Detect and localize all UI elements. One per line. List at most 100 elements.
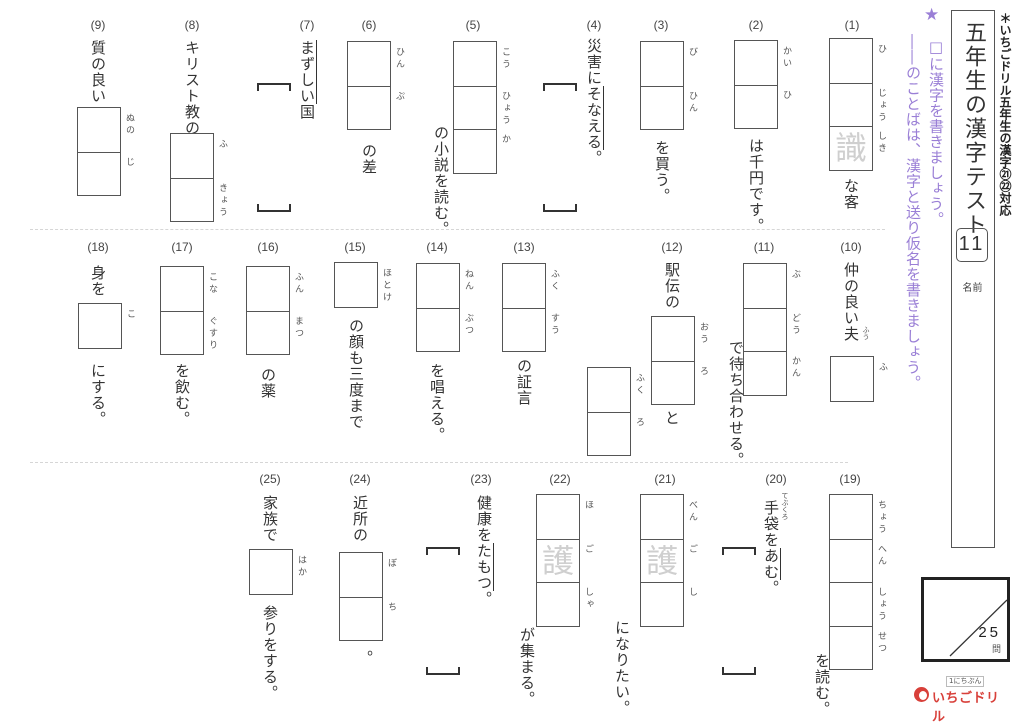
answer-cell[interactable] [247, 310, 289, 355]
answer-cell[interactable] [830, 495, 872, 539]
answer-cell[interactable] [830, 82, 872, 127]
question-number: (18) [87, 240, 109, 254]
answer-box[interactable]: 護 [536, 494, 580, 627]
answer-bracket-top[interactable] [543, 83, 577, 91]
answer-area[interactable] [426, 555, 460, 667]
answer-cell[interactable] [340, 596, 382, 641]
answer-cell[interactable] [830, 39, 872, 83]
answer-bracket-bottom[interactable] [722, 667, 756, 675]
answer-box[interactable] [78, 303, 122, 349]
prompt-text-pre: 健康を [475, 495, 493, 543]
answer-cell[interactable] [588, 368, 630, 412]
answer-cell[interactable] [348, 42, 390, 86]
answer-cell[interactable] [652, 317, 694, 361]
answer-cell[interactable] [735, 41, 777, 85]
answer-box[interactable] [743, 263, 787, 396]
answer-cell[interactable] [641, 42, 683, 86]
furigana: ほとけ [381, 268, 391, 304]
answer-cell[interactable] [503, 307, 545, 352]
question-number: (7) [299, 18, 315, 32]
answer-box[interactable]: 護 [640, 494, 684, 627]
answer-cell[interactable] [641, 85, 683, 130]
answer-cell[interactable] [171, 177, 213, 222]
answer-bracket-top[interactable] [257, 83, 291, 91]
answer-cell[interactable] [417, 307, 459, 352]
answer-cell[interactable] [454, 129, 496, 173]
answer-box[interactable] [246, 266, 290, 355]
answer-box[interactable] [734, 40, 778, 129]
answer-area[interactable] [722, 555, 756, 667]
answer-cell[interactable] [831, 357, 873, 401]
answer-cell[interactable] [161, 310, 203, 355]
answer-cell[interactable] [744, 351, 786, 395]
answer-box[interactable] [830, 356, 874, 402]
answer-cell[interactable] [348, 85, 390, 130]
answer-box[interactable] [640, 41, 684, 130]
question-number: (19) [839, 472, 861, 486]
answer-cell[interactable]: 識 [830, 126, 872, 170]
answer-box[interactable] [249, 549, 293, 595]
underlined-word: そなえる [585, 86, 604, 150]
question-number: (4) [586, 18, 602, 32]
answer-cell[interactable] [744, 307, 786, 352]
answer-box[interactable] [587, 367, 631, 456]
answer-cell[interactable] [830, 625, 872, 670]
answer-cell[interactable] [537, 495, 579, 539]
answer-box[interactable] [160, 266, 204, 355]
furigana: すう [549, 312, 559, 337]
furigana: ご [583, 543, 593, 556]
answer-bracket-bottom[interactable] [426, 667, 460, 675]
answer-area[interactable] [257, 91, 291, 204]
answer-cell[interactable] [79, 304, 121, 348]
answer-box[interactable] [347, 41, 391, 130]
answer-cell[interactable] [454, 42, 496, 86]
answer-cell[interactable]: 護 [641, 538, 683, 583]
answer-bracket-top[interactable] [722, 547, 756, 555]
answer-cell[interactable] [830, 582, 872, 626]
answer-bracket-top[interactable] [426, 547, 460, 555]
prompt-text-after: 。 [356, 650, 374, 666]
answer-cell[interactable] [340, 553, 382, 597]
answer-cell[interactable] [335, 263, 377, 307]
answer-cell[interactable] [247, 267, 289, 311]
answer-box[interactable] [77, 107, 121, 196]
furigana: ぼ [386, 558, 396, 570]
answer-box[interactable] [170, 133, 214, 222]
answer-cell[interactable] [503, 264, 545, 308]
answer-cell[interactable] [250, 550, 292, 594]
answer-cell[interactable] [171, 134, 213, 178]
answer-cell[interactable] [744, 264, 786, 308]
answer-cell[interactable] [78, 151, 120, 196]
answer-box[interactable]: 識 [829, 38, 873, 171]
answer-cell[interactable] [454, 85, 496, 130]
answer-cell[interactable] [78, 108, 120, 152]
question-number: (16) [257, 240, 279, 254]
answer-box[interactable] [339, 552, 383, 641]
answer-box[interactable] [453, 41, 497, 174]
answer-cell[interactable] [641, 495, 683, 539]
answer-bracket-bottom[interactable] [257, 204, 291, 212]
answer-area[interactable] [543, 91, 577, 204]
instruction-okurigana: ――のことばは、漢字と送り仮名を書きましょう。 [904, 34, 922, 391]
answer-cell[interactable]: 護 [537, 538, 579, 583]
answer-box[interactable] [334, 262, 378, 308]
furigana: ねん [463, 269, 473, 293]
answer-cell[interactable] [641, 582, 683, 626]
answer-box[interactable] [651, 316, 695, 405]
answer-cell[interactable] [652, 360, 694, 405]
answer-box[interactable] [829, 494, 873, 670]
answer-bracket-bottom[interactable] [543, 204, 577, 212]
answer-cell[interactable] [537, 582, 579, 626]
prompt-text-before: 仲の良い夫 [842, 262, 860, 342]
question-number: (3) [653, 18, 669, 32]
answer-cell[interactable] [830, 538, 872, 583]
answer-cell[interactable] [417, 264, 459, 308]
answer-box[interactable] [502, 263, 546, 352]
answer-cell[interactable] [161, 267, 203, 311]
prompt-text-after: になりたい。 [613, 620, 631, 716]
answer-cell[interactable] [735, 84, 777, 129]
answer-cell[interactable] [588, 411, 630, 456]
answer-box[interactable] [416, 263, 460, 352]
star-icon: ★ [924, 5, 940, 25]
question-number: (8) [184, 18, 200, 32]
